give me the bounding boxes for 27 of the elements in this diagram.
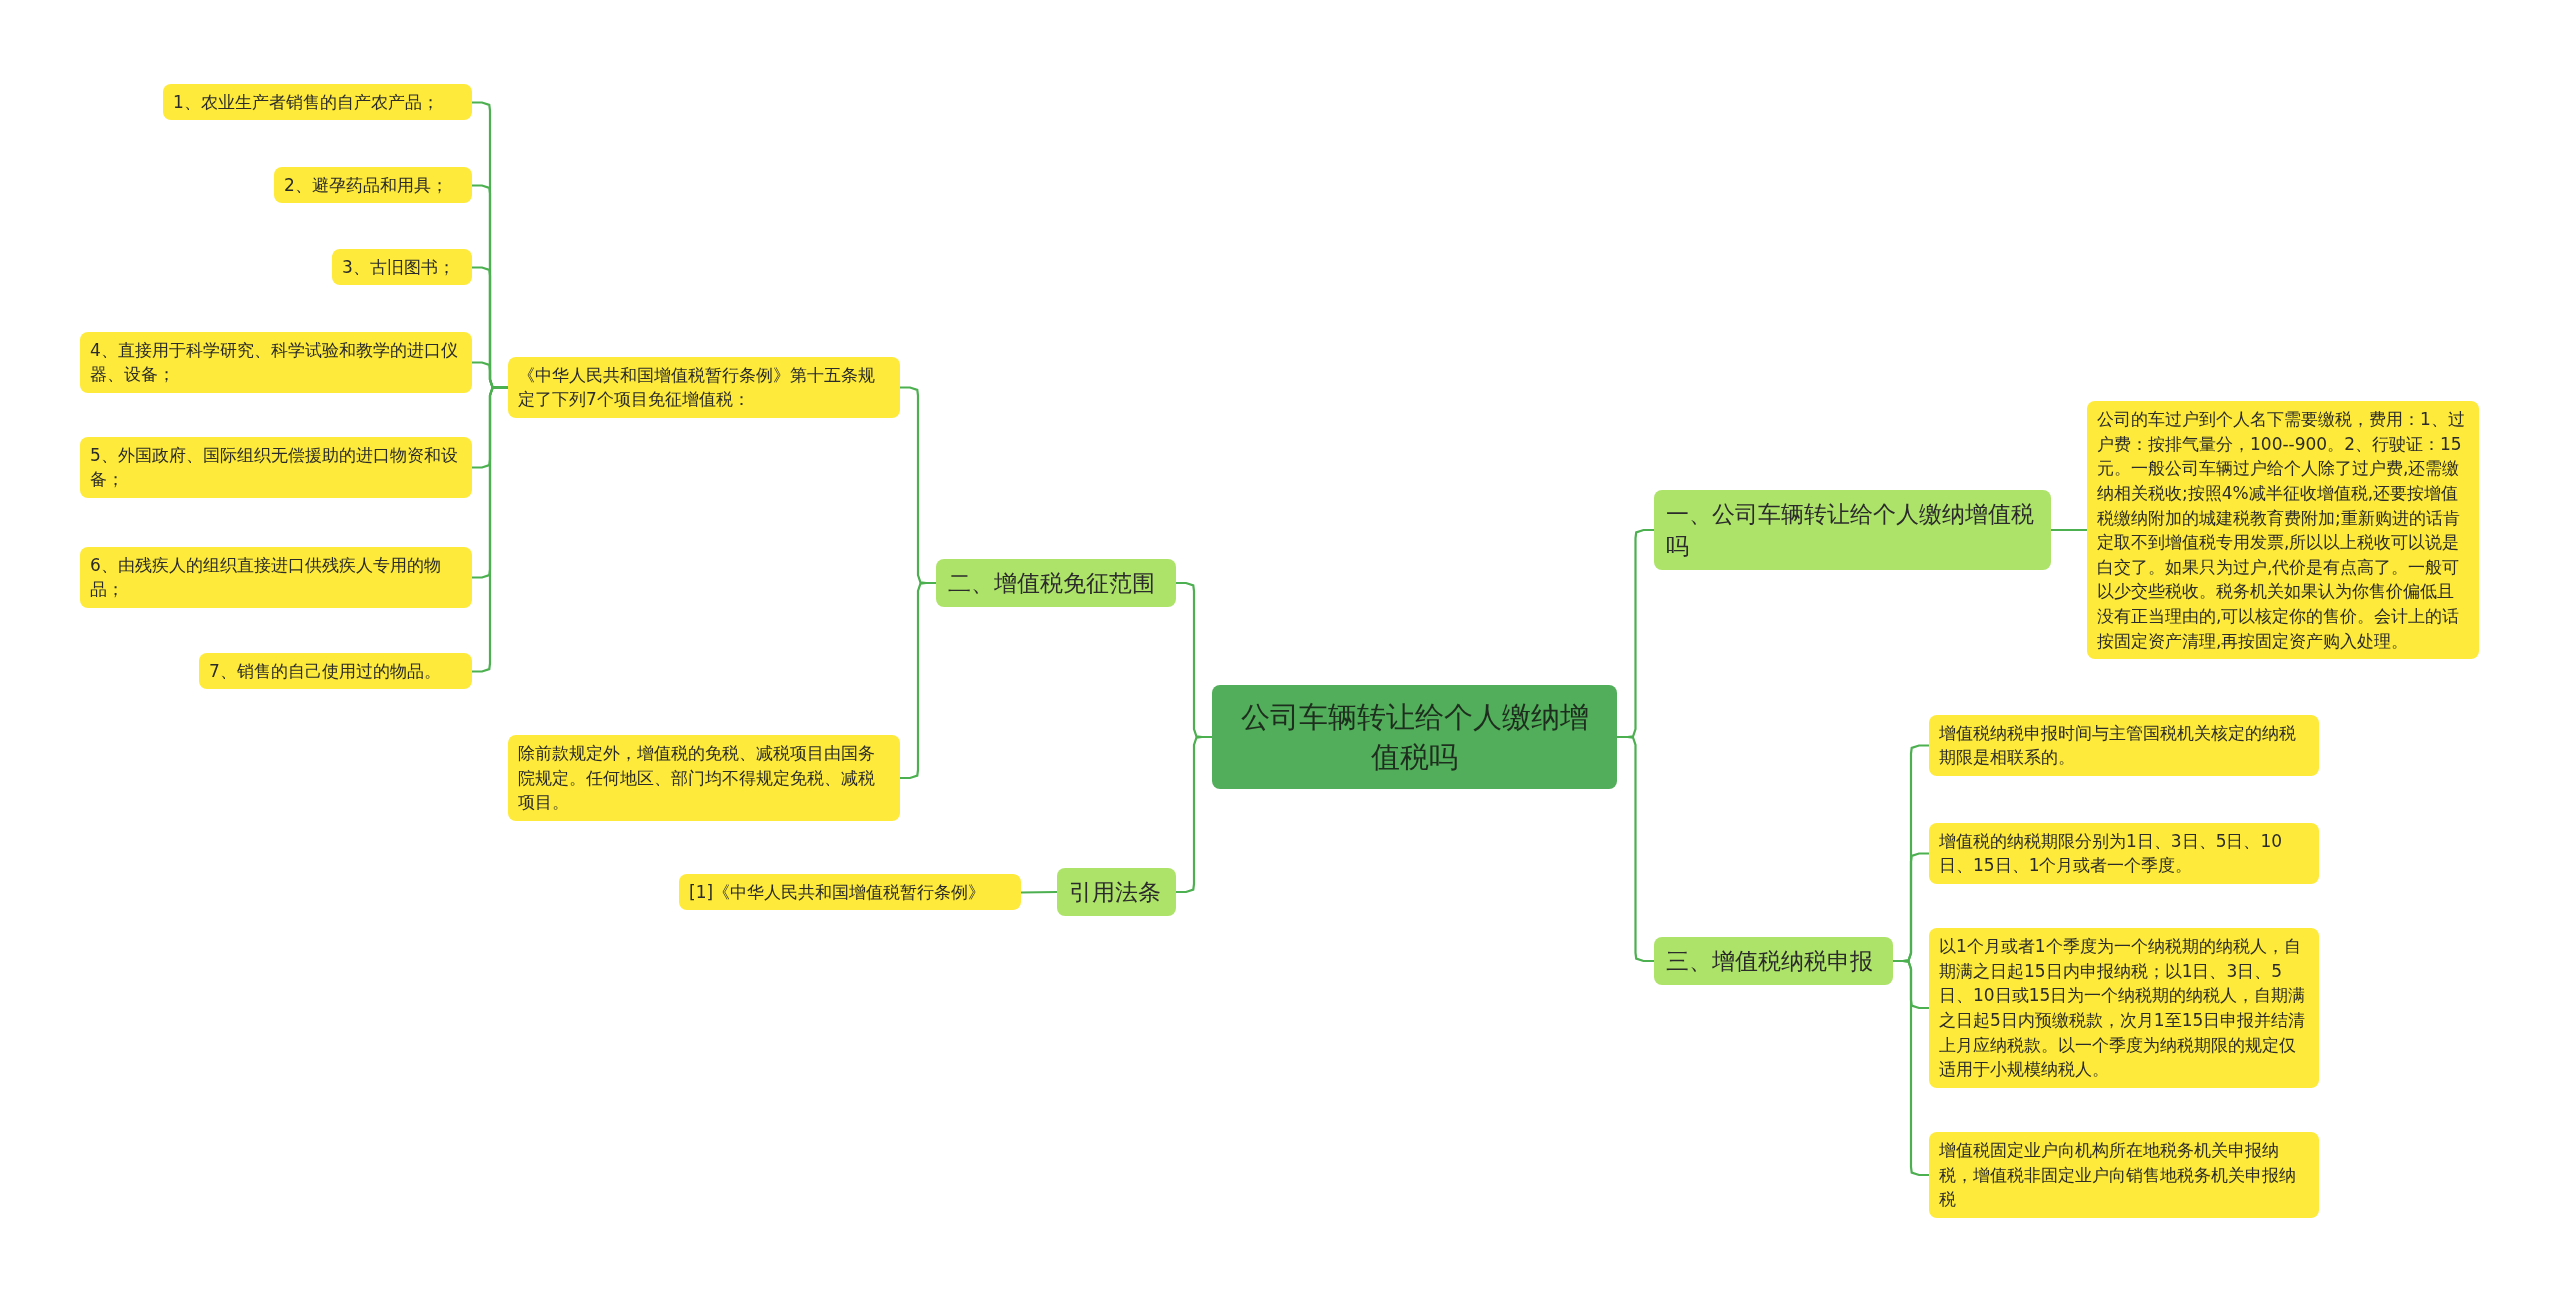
connector-line — [1893, 959, 1929, 1177]
note-card: 《中华人民共和国增值税暂行条例》第十五条规定了下列7个项目免征增值税： — [508, 356, 900, 418]
connector-line — [2051, 528, 2087, 532]
note-card: [1]《中华人民共和国增值税暂行条例》 — [679, 873, 1021, 911]
branch-topic: 引用法条 — [1057, 868, 1176, 917]
note-card: 公司的车过户到个人名下需要缴税，费用：1、过户费：按排气量分，100--900。2、行驶证：15元。一般公司车辆过户给个人除了过户费,还需缴纳相关税收;按照4%减半征收增值税,还要按增值税缴纳附加的城建税教育费附加;重新购进的话肯定取不到增值税专用发票,所以以上税收可以说是白交了。如果只为过户,代价是有点高了。一般可以少交些税收。税务机关如果认为你售价偏低且没有正当理由的,可以核定你的售价。会计上的话按固定资产清理,再按固定资产购入处理。 — [2087, 401, 2479, 660]
note-card: 1、农业生产者销售的自产农产品； — [163, 83, 472, 121]
connector-line — [1021, 890, 1057, 894]
connector-line — [1176, 735, 1212, 894]
connector-line — [1617, 735, 1654, 963]
note-card: 5、外国政府、国际组织无偿援助的进口物资和设备； — [80, 436, 472, 498]
note-card: 4、直接用于科学研究、科学试验和教学的进口仪器、设备； — [80, 331, 472, 393]
note-card: 增值税的纳税期限分别为1日、3日、5日、10日、15日、1个月或者一个季度。 — [1929, 822, 2319, 884]
note-card: 增值税固定业户向机构所在地税务机关申报纳税，增值税非固定业户向销售地税务机关申报纳税 — [1929, 1132, 2319, 1218]
connector-line — [472, 386, 508, 673]
note-card: 2、避孕药品和用具； — [274, 166, 472, 204]
note-card: 以1个月或者1个季度为一个纳税期的纳税人，自期满之日起15日内申报纳税；以1日、3日、5日、10日或15日为一个纳税期的纳税人，自期满之日起5日内预缴税款，次月1至15日申报并结清上月应纳税款。以一个季度为纳税期限的规定仅适用于小规模纳税人。 — [1929, 928, 2319, 1088]
note-card: 除前款规定外，增值税的免税、减税项目由国务院规定。任何地区、部门均不得规定免税、减税项目。 — [508, 735, 900, 821]
connector-line — [900, 581, 936, 780]
branch-topic: 二、增值税免征范围 — [936, 559, 1176, 608]
central-topic: 公司车辆转让给个人缴纳增值税吗 — [1212, 685, 1617, 790]
note-card: 增值税纳税申报时间与主管国税机关核定的纳税期限是相联系的。 — [1929, 714, 2319, 776]
note-card: 3、古旧图书； — [332, 248, 472, 286]
note-card: 7、销售的自己使用过的物品。 — [199, 652, 472, 690]
branch-topic: 三、增值税纳税申报 — [1654, 937, 1893, 986]
note-card: 6、由残疾人的组织直接进口供残疾人专用的物品； — [80, 546, 472, 608]
branch-topic: 一、公司车辆转让给个人缴纳增值税吗 — [1654, 490, 2051, 571]
